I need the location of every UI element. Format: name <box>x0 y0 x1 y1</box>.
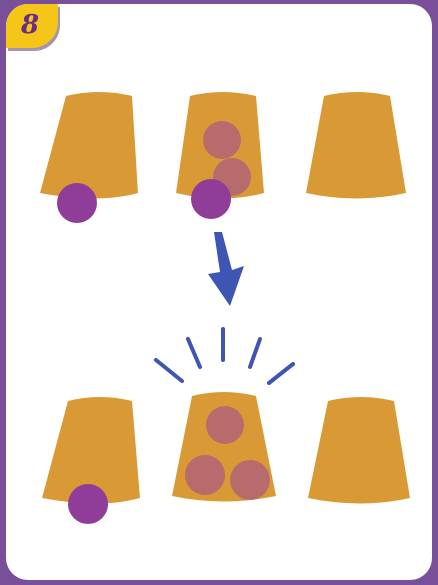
cup-bottom-left <box>42 397 140 504</box>
hidden-ball <box>206 406 244 444</box>
visible-ball <box>68 484 108 524</box>
visible-ball <box>57 183 97 223</box>
bottom-row <box>42 392 410 524</box>
card-number: 8 <box>20 10 40 40</box>
hidden-ball <box>185 455 225 495</box>
lift-lines <box>154 327 295 385</box>
cup-top-right <box>306 92 406 199</box>
hidden-ball <box>230 460 270 500</box>
cup-puzzle-scene <box>40 92 410 524</box>
visible-ball <box>191 179 231 219</box>
top-row <box>40 92 406 223</box>
card-number-badge: 8 <box>6 4 58 48</box>
cup-bottom-right <box>308 397 410 504</box>
cup-top-left <box>40 92 138 199</box>
down-arrow-icon <box>208 232 244 306</box>
puzzle-card: 8 <box>6 4 432 580</box>
hidden-ball <box>203 121 241 159</box>
